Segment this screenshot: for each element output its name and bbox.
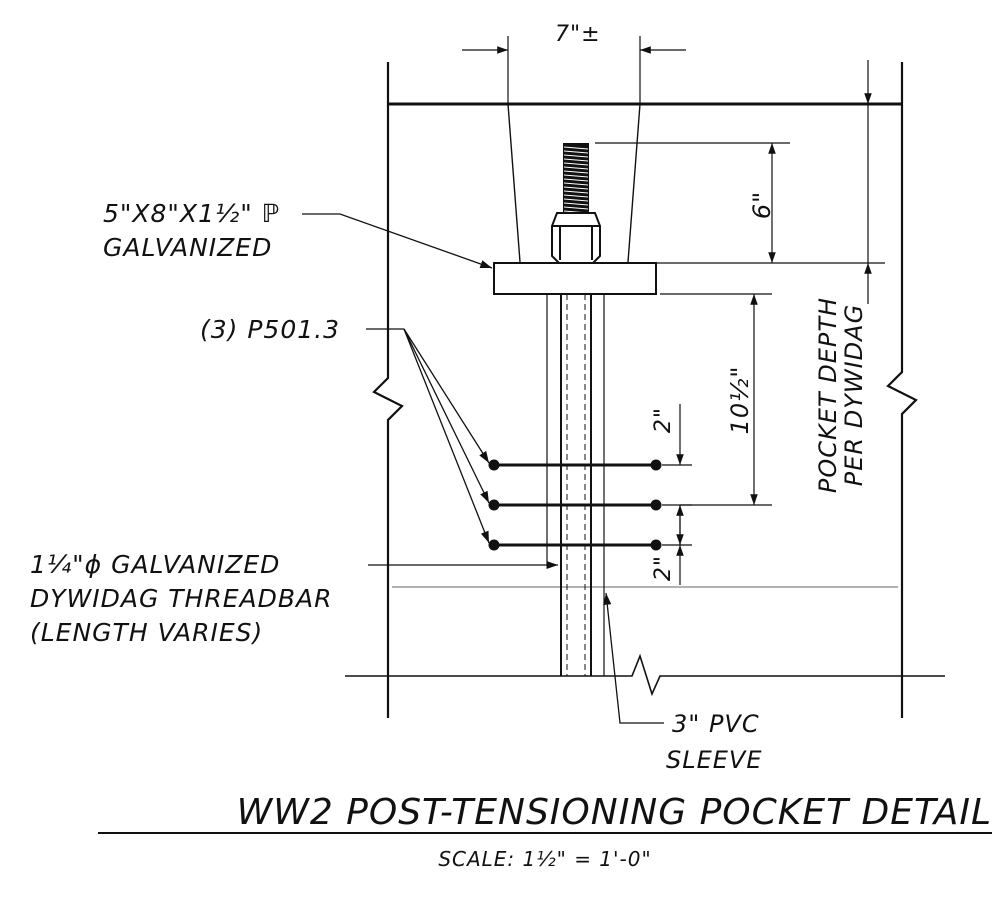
threadbar-label-line1: 1¼"ϕ GALVANIZED bbox=[30, 550, 280, 579]
grade-lines bbox=[345, 586, 945, 697]
leader-lines bbox=[302, 213, 664, 724]
anchor-bar bbox=[488, 459, 662, 471]
threadbar-label-line3: (LENGTH VARIES) bbox=[30, 618, 263, 647]
bearing-plate bbox=[493, 262, 657, 295]
spacing-label-bottom: 2" bbox=[651, 555, 676, 581]
dim-bar-spacing bbox=[662, 404, 692, 585]
pocket-depth-label-line2: PER DYWIDAG bbox=[840, 304, 868, 486]
anchor-bars bbox=[488, 459, 662, 551]
detail-title: WW2 POST-TENSIONING POCKET DETAIL bbox=[237, 792, 992, 833]
pvc-sleeve-label-line2: SLEEVE bbox=[666, 746, 763, 774]
dim-stud-length bbox=[595, 142, 790, 264]
plate-label-line2: GALVANIZED bbox=[103, 233, 272, 262]
threadbar-label-line2: DYWIDAG THREADBAR bbox=[30, 584, 333, 613]
dim-top-width bbox=[462, 36, 686, 104]
dim-plate-to-bar bbox=[660, 293, 772, 506]
spacing-label-top: 2" bbox=[651, 407, 676, 433]
scale-label: SCALE: 1½" = 1'-0" bbox=[438, 847, 651, 871]
pocket-outline bbox=[507, 103, 641, 263]
threaded-stud bbox=[563, 143, 589, 214]
dim-pocket-depth bbox=[790, 60, 885, 304]
plate-to-bar-label: 10½" bbox=[726, 366, 754, 435]
wall-outline bbox=[372, 62, 918, 718]
threadbar-and-sleeve bbox=[546, 294, 605, 676]
plate-label-line1: 5"X8"X1½" ℙ bbox=[103, 199, 280, 228]
anchor-bar bbox=[488, 499, 662, 511]
pocket-depth-label-line1: POCKET DEPTH bbox=[814, 297, 842, 493]
top-width-label: 7"± bbox=[555, 22, 601, 47]
anchor-bar bbox=[488, 539, 662, 551]
hex-nut bbox=[551, 212, 601, 269]
pvc-sleeve-label-line1: 3" PVC bbox=[672, 710, 760, 738]
stud-length-label: 6" bbox=[748, 191, 776, 219]
bars-label: (3) P501.3 bbox=[200, 315, 340, 344]
